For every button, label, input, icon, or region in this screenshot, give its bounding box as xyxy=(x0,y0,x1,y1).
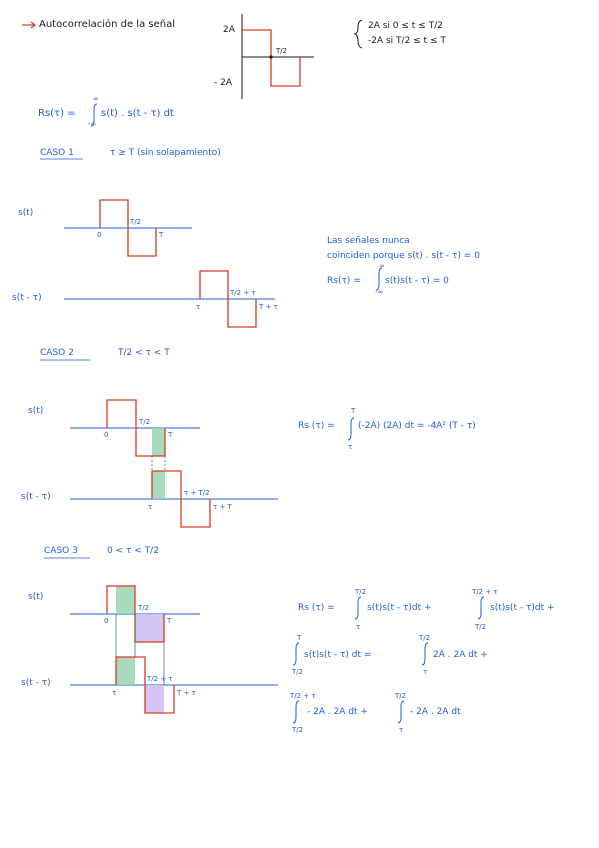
case3-l3-body2: - 2A . 2A dt xyxy=(410,707,461,717)
header-tick-half: T/2 xyxy=(276,47,288,55)
case3-l3-int2-upper: T/2 xyxy=(395,692,407,700)
case1-note-1: Las señales nunca xyxy=(327,236,410,246)
case3-l1-int1-lower: τ xyxy=(356,623,361,631)
case3-l3-int2-lower: τ xyxy=(399,726,404,734)
piecewise-line-1: 2A si 0 ≤ t ≤ T/2 xyxy=(368,21,443,31)
case3-l3-int1-lower: T/2 xyxy=(292,726,304,734)
case2-eq-body: (-2A) (2A) dt = -4A² (T - τ) xyxy=(358,421,476,431)
case1-eq-lhs: Rs(τ) = xyxy=(327,276,361,286)
case2-tick-T: T xyxy=(168,431,173,439)
case2-s-plot xyxy=(70,399,200,457)
case3-l1-lhs: Rs (τ) = xyxy=(298,603,335,613)
case2-label: CASO 2 xyxy=(40,348,74,358)
case3-tick-tau-half: T/2 + τ xyxy=(147,675,173,683)
case1-tick-tau-half: T/2 + τ xyxy=(230,289,256,297)
case3-shifted-plot xyxy=(70,656,278,714)
case3-tick-tau: τ xyxy=(112,689,117,697)
case2-condition: T/2 < τ < T xyxy=(118,348,170,358)
case3-l1-int1-upper: T/2 xyxy=(355,588,367,596)
case2-tick-tau-T: τ + T xyxy=(213,503,232,511)
piecewise-line-2: -2A si T/2 ≤ t ≤ T xyxy=(368,36,446,46)
piecewise-brace xyxy=(353,19,363,49)
axis-neg-label: - 2A xyxy=(214,78,232,88)
case3-tick-T: T xyxy=(167,617,172,625)
case1-tick-tau: τ xyxy=(196,303,201,311)
case3-l2-int2-lower: τ xyxy=(423,668,428,676)
case3-label: CASO 3 xyxy=(44,546,78,556)
case2-eq-upper: T xyxy=(351,407,356,415)
case3-s-label: s(t) xyxy=(28,592,44,602)
header-signal-plot xyxy=(241,14,314,99)
case2-shift-label: s(t - τ) xyxy=(21,492,51,502)
definition-integrand: s(t) . s(t - τ) dt xyxy=(101,108,174,119)
definition-integral-sign xyxy=(90,103,98,127)
case1-eq-body: s(t)s(t - τ) = 0 xyxy=(385,276,449,286)
case3-l2-body2: 2A . 2A dt + xyxy=(433,650,488,660)
case3-l1-body1: s(t)s(t - τ)dt + xyxy=(367,603,432,613)
case3-l3-int1-upper: T/2 + τ xyxy=(290,692,316,700)
case3-l1-int2-upper: T/2 + τ xyxy=(472,588,498,596)
case1-s-label: s(t) xyxy=(18,208,34,218)
case1-shifted-plot xyxy=(64,270,275,328)
case3-l2-body1: s(t)s(t - τ) dt = xyxy=(304,650,372,660)
definition-upper: ∞ xyxy=(93,95,99,103)
case1-tick-tau-T: T + τ xyxy=(259,303,278,311)
case2-eq-lhs: Rs (τ) = xyxy=(298,421,335,431)
case3-shift-label: s(t - τ) xyxy=(21,678,51,688)
case2-tick-tau-half: τ + T/2 xyxy=(184,489,210,497)
case3-l2-int1-lower: T/2 xyxy=(292,668,304,676)
case1-note-2: coinciden porque s(t) . s(t - τ) = 0 xyxy=(327,251,480,261)
case3-tick-tau-T: T + τ xyxy=(177,689,196,697)
case1-shift-label: s(t - τ) xyxy=(12,293,42,303)
case2-tick-half: T/2 xyxy=(139,418,151,426)
case3-l2-int1-upper: T xyxy=(297,634,302,642)
definition-lower: -∞ xyxy=(88,120,97,128)
case2-s-label: s(t) xyxy=(28,406,44,416)
case3-l1-body2: s(t)s(t - τ)dt + xyxy=(490,603,555,613)
case2-tick-0: 0 xyxy=(104,431,109,439)
case3-condition: 0 < τ < T/2 xyxy=(107,546,159,556)
case3-l1-int2-lower: T/2 xyxy=(475,623,487,631)
case1-s-plot xyxy=(64,199,192,257)
axis-pos-label: 2A xyxy=(223,25,235,35)
case3-tick-0: 0 xyxy=(104,617,109,625)
case1-tick-half: T/2 xyxy=(130,218,142,226)
case3-tick-half: T/2 xyxy=(138,604,150,612)
case3-l2-int2-upper: T/2 xyxy=(419,634,431,642)
case1-label: CASO 1 xyxy=(40,148,74,158)
case2-shifted-plot xyxy=(70,470,278,528)
title-arrow-icon xyxy=(22,21,36,29)
case3-l3-body1: - 2A . 2A dt + xyxy=(307,707,368,717)
case2-tick-tau: τ xyxy=(148,503,153,511)
case1-eq-lower: -∞ xyxy=(375,288,384,296)
case1-eq-upper: ∞ xyxy=(379,262,385,270)
case2-eq-lower: τ xyxy=(348,443,353,451)
case1-tick-0: 0 xyxy=(97,231,102,239)
case1-condition: τ ≥ T (sin solapamiento) xyxy=(110,148,221,158)
case1-tick-T: T xyxy=(159,231,164,239)
definition-lhs: Rs(τ) = xyxy=(38,108,76,119)
page-title: Autocorrelación de la señal xyxy=(39,19,176,30)
